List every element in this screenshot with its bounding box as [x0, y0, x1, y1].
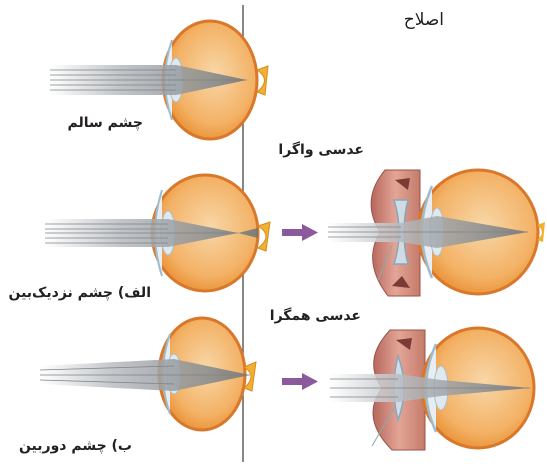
- label-healthy-eye: چشم سالم: [68, 115, 143, 131]
- label-converging-lens: عدسی همگرا: [270, 308, 361, 324]
- label-hyperopic-eye: ب) چشم دوربین: [19, 438, 132, 454]
- arrow-hyperopia: [282, 373, 318, 390]
- myopic-eye: [45, 175, 270, 291]
- label-diverging-lens: عدسی واگرا: [278, 142, 364, 158]
- corrected-hyperopic-eye: [330, 328, 534, 450]
- title-correction: اصلاح: [404, 10, 444, 30]
- arrow-myopia: [282, 224, 318, 241]
- corrected-myopic-eye: [328, 170, 545, 296]
- hyperopic-eye: [40, 318, 256, 430]
- label-myopic-eye: الف) چشم نزدیک‌بین: [8, 285, 151, 301]
